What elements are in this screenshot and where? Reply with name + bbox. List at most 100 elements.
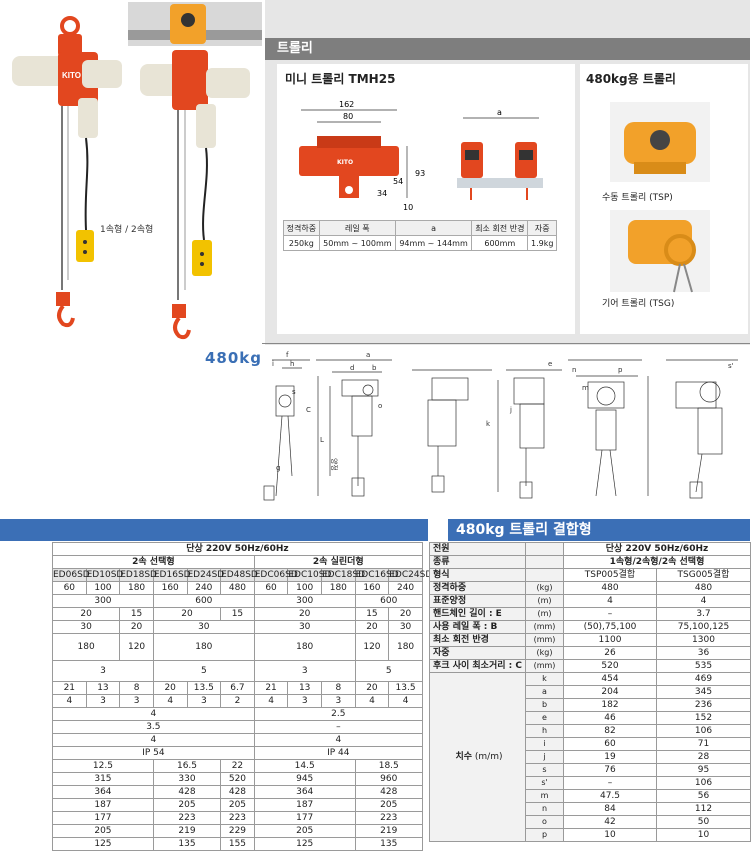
spec-cell: 21: [253, 681, 289, 695]
spec-cell: 4: [388, 694, 423, 708]
row-label: 핸드체인 길이 : E: [429, 607, 526, 621]
spec-cell: 180: [253, 633, 356, 661]
spec-cell: 3.5: [52, 720, 255, 734]
spec-cell: 364: [253, 785, 356, 799]
spec-cell: 219: [354, 824, 423, 838]
row-label: 자중: [429, 646, 526, 660]
model-cell: ED18SD: [119, 568, 157, 582]
spec-cell: 18.5: [354, 759, 423, 773]
spec-cell: 180: [388, 633, 423, 661]
spec-cell: 428: [220, 785, 255, 799]
dimension-value-tsp: 204: [563, 685, 657, 699]
hoist-photo: KITO 1속형 / 2속형: [12, 2, 262, 340]
dimension-value-tsp: –: [563, 776, 657, 790]
dimension-value-tsp: 19: [563, 750, 657, 764]
left-table-header-bar: [0, 519, 428, 541]
dimension-key: i: [525, 737, 564, 751]
model-cell: EDC10SD: [287, 568, 332, 582]
dim-letter-e: e: [548, 360, 552, 368]
spec-cell: 3: [85, 694, 121, 708]
model-cell: ED16SD: [152, 568, 191, 582]
spec-cell: 160: [354, 581, 390, 595]
dimension-key: a: [525, 685, 564, 699]
dim-letter-g: g: [276, 464, 280, 472]
spec-cell: 13.5: [186, 681, 222, 695]
dimension-key: b: [525, 698, 564, 712]
dim-letter-b: b: [372, 364, 377, 372]
dimension-value-tsp: 454: [563, 672, 657, 686]
row-value-tsg: 1300: [656, 633, 751, 647]
row-value-tsp: 4: [563, 594, 657, 608]
row-value-tsp: 480: [563, 581, 657, 595]
spec-cell: 20: [119, 620, 154, 634]
spec-cell: 428: [354, 785, 423, 799]
spec-cell: 187: [52, 798, 154, 812]
spec-cell: 223: [220, 811, 255, 825]
spec-cell: 20: [152, 607, 222, 621]
dimension-key: s: [525, 763, 564, 777]
dim-letter-a: a: [366, 351, 370, 359]
hdr-min-radius: 최소 회전 반경: [471, 220, 529, 236]
spec-cell: 12.5: [52, 759, 154, 773]
spec-cell: 945: [253, 772, 356, 786]
spec-cell: 3: [52, 660, 154, 682]
spec-cell: 177: [52, 811, 154, 825]
spec-cell: 300: [52, 594, 154, 608]
row-value-tsp: 520: [563, 659, 657, 673]
hdr-capacity: 정격하중: [283, 220, 320, 236]
row-value-tsg: 3.7: [656, 607, 751, 621]
spec-cell: 3: [186, 694, 222, 708]
spec-cell: 4: [152, 694, 188, 708]
row-value-tsg: 36: [656, 646, 751, 660]
row-label: 후크 사이 최소거리 : C: [429, 659, 526, 673]
dimension-key: h: [525, 724, 564, 738]
dim-80: 80: [343, 112, 353, 121]
dimension-value-tsp: 84: [563, 802, 657, 816]
row-unit: (mm): [525, 659, 564, 673]
spec-cell: 13: [287, 681, 322, 695]
hdr-weight: 자중: [527, 220, 557, 236]
hoist-1-illustration: KITO 1속형 / 2속형: [12, 16, 153, 328]
spec-cell: 5: [354, 660, 423, 682]
svg-text:KITO: KITO: [337, 159, 353, 166]
dimension-value-tsg: 71: [656, 737, 751, 751]
dimension-value-tsg: 236: [656, 698, 751, 712]
row-value: 1속형/2속형/2속 선택형: [563, 555, 751, 569]
cell-capacity: 250kg: [283, 235, 320, 251]
spec-cell: 155: [220, 837, 255, 851]
model-cell: EDC18SD: [321, 568, 365, 582]
row-label: 최소 회전 반경: [429, 633, 526, 647]
spec-cell: 600: [152, 594, 255, 608]
spec-cell: 205: [220, 798, 255, 812]
spec-cell: 520: [220, 772, 255, 786]
spec-cell: 60: [253, 581, 289, 595]
dimension-key: o: [525, 815, 564, 829]
spec-cell: 223: [354, 811, 423, 825]
dimension-key: k: [525, 672, 564, 686]
group-cylinder-type: 2속 실린더형: [253, 555, 423, 569]
spec-cell: 2: [220, 694, 255, 708]
hoist-photo-area: KITO 1속형 / 2속형: [0, 0, 262, 345]
row-label: 형식: [429, 568, 526, 582]
spec-cell: 4: [253, 694, 289, 708]
spec-cell: 160: [152, 581, 188, 595]
spec-cell: 20: [388, 607, 423, 621]
tsp-trolley-photo: [610, 102, 710, 182]
dim-letter-s-prime: s': [728, 362, 734, 370]
model-cell: EDC06SD: [253, 568, 298, 582]
spec-cell: 20: [51, 607, 121, 621]
row-unit: [525, 542, 564, 556]
group-select-type: 2속 선택형: [52, 555, 255, 569]
spec-cell: 180: [321, 581, 356, 595]
row-unit: [525, 555, 564, 569]
cell-weight: 1.9kg: [527, 235, 557, 251]
dimension-key: j: [525, 750, 564, 764]
divider-line: [262, 343, 750, 344]
spec-cell: 4: [52, 707, 255, 721]
dimension-value-tsp: 76: [563, 763, 657, 777]
model-cell: ED48SD: [220, 568, 258, 582]
row-unit: (kg): [525, 646, 564, 660]
spec-cell: 120: [119, 633, 154, 661]
spec-cell: 205: [253, 824, 356, 838]
dimension-value-tsp: 182: [563, 698, 657, 712]
